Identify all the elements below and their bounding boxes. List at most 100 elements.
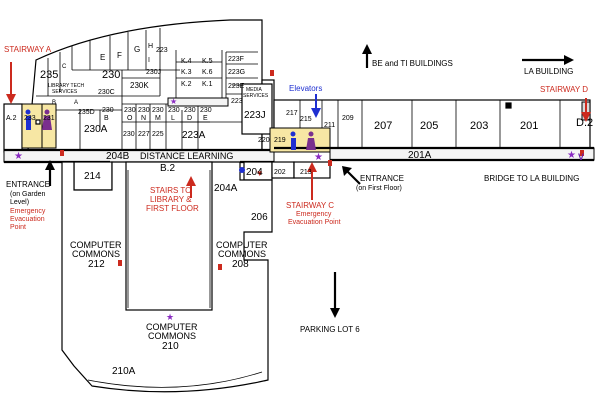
room-label-230b-num: 230	[102, 107, 114, 114]
room-label-cc208-b: COMMONS	[218, 249, 266, 259]
room-label-230c: 230C	[98, 89, 115, 96]
room-label-215: 215	[300, 116, 312, 123]
room-label-cc210-a: COMPUTER	[146, 322, 198, 332]
room-label-a2: A.2	[6, 115, 17, 122]
room-label-230e: E	[203, 115, 208, 122]
room-label-cc210-b: COMMONS	[148, 331, 196, 341]
room-label-g: G	[134, 45, 140, 54]
room-label-204b: 204B	[106, 151, 130, 162]
room-label-230n: N	[141, 115, 146, 122]
room-label-217: 217	[286, 110, 298, 117]
room-label-k4: K.4	[181, 58, 192, 65]
stairs-library-3: FIRST FLOOR	[146, 204, 199, 213]
parking-label: PARKING LOT 6	[300, 325, 360, 334]
bridge-label: BRIDGE TO LA BUILDING	[484, 174, 579, 183]
room-label-204a: 204A	[214, 183, 238, 194]
stairs-library-1: STAIRS TO	[150, 186, 191, 195]
room-label-227: 227	[138, 131, 150, 138]
svg-text:★: ★	[567, 150, 576, 161]
room-label-230j: 230J	[146, 69, 161, 76]
stairway-d-label: STAIRWAY D	[540, 85, 588, 94]
stair-void-b2	[125, 161, 213, 311]
room-label-230b: B	[104, 115, 109, 122]
room-label-h: H	[148, 43, 153, 50]
room-label-230o: O	[127, 115, 133, 122]
room-label-223g: 223G	[228, 69, 245, 76]
room-label-213: 213	[300, 169, 312, 176]
room-label-203: 203	[470, 120, 488, 132]
room-214	[73, 161, 113, 191]
room-label-211: 211	[324, 122, 335, 129]
be-ti-label: BE and TI BUILDINGS	[372, 59, 453, 68]
room-label-230o-num: 230	[124, 107, 136, 114]
restroom-icon	[25, 109, 316, 150]
room-label-223-top: 223	[156, 47, 168, 54]
room-label-235: 235	[40, 69, 58, 81]
room-label-230m-num: 230	[152, 107, 164, 114]
room-label-230l-num: 230	[168, 107, 180, 114]
room-label-k5: K.5	[202, 58, 213, 65]
emergency-left-1: Emergency	[10, 208, 46, 215]
room-label-k2: K.2	[181, 81, 192, 88]
room-label-204: 204	[246, 167, 263, 178]
room-label-media-2: SERVICES	[243, 93, 269, 99]
room-label-201: 201	[520, 120, 538, 132]
room-233	[21, 103, 43, 149]
room-label-231: 231	[43, 115, 55, 122]
room-label-230l: L	[171, 115, 175, 122]
room-label-230k: 230K	[130, 81, 149, 90]
svg-text:♥: ♥	[257, 168, 262, 178]
emergency-star-icon: ★ ★ ★ ★ ★	[14, 97, 576, 322]
main-corridor	[3, 149, 275, 163]
room-label-210a: 210A	[112, 366, 136, 377]
room-label-distance: DISTANCE LEARNING	[140, 151, 233, 161]
room-label-k3: K.3	[181, 69, 192, 76]
room-label-201a: 201A	[408, 150, 432, 161]
room-label-223e: 223E	[228, 83, 245, 90]
svg-text:★: ★	[170, 97, 177, 106]
room-label-230d: D	[187, 115, 192, 122]
emergency-c-1: Emergency	[296, 211, 332, 218]
room-label-cc212-a: COMPUTER	[70, 240, 122, 250]
room-label-230a: 230A	[84, 124, 108, 135]
room-label-libtech-2: SERVICES	[52, 89, 78, 95]
room-label-i: I	[148, 57, 150, 64]
room-label-230: 230	[102, 69, 120, 81]
svg-text:★: ★	[14, 151, 23, 162]
room-label-cc212-n: 212	[88, 259, 105, 270]
elevators-label: Elevators	[289, 84, 322, 93]
room-label-cc208-a: COMPUTER	[216, 240, 268, 250]
room-label-219: 219	[274, 137, 286, 144]
east-corridor	[329, 147, 595, 161]
accessibility-icon: V	[578, 152, 584, 162]
room-label-d2: D.2	[576, 117, 593, 129]
room-label-230-bottom: 230	[123, 131, 135, 138]
room-label-230d-num: 230	[184, 107, 196, 114]
room-label-205: 205	[420, 120, 438, 132]
svg-text:★: ★	[166, 312, 174, 322]
emergency-left-3: Point	[10, 224, 26, 231]
room-label-233: 233	[24, 115, 36, 122]
entrance-first-1: ENTRANCE	[360, 174, 404, 183]
room-label-230n-num: 230	[138, 107, 150, 114]
room-label-libtech-1: LIBRARY TECH	[48, 83, 85, 89]
room-label-207: 207	[374, 120, 392, 132]
entrance-left-1: ENTRANCE	[6, 180, 50, 189]
stairway-c-label: STAIRWAY C	[286, 201, 334, 210]
room-label-b: B	[52, 100, 56, 106]
stairway-a-label: STAIRWAY A	[4, 45, 52, 54]
room-label-202: 202	[274, 169, 286, 176]
room-label-e: E	[100, 53, 105, 62]
la-building-label: LA BUILDING	[524, 67, 573, 76]
entrance-left-2: (on Garden	[10, 191, 46, 198]
room-label-cc212-b: COMMONS	[72, 249, 120, 259]
room-label-223j: 223J	[244, 110, 266, 121]
room-label-a: A	[74, 100, 78, 106]
emergency-c-2: Evacuation Point	[288, 219, 341, 226]
room-a2	[3, 103, 23, 153]
room-label-k6: K.6	[202, 69, 213, 76]
room-label-c: C	[62, 64, 67, 70]
room-label-235d: 235D	[78, 109, 95, 116]
emergency-left-2: Evacuation	[10, 216, 45, 223]
